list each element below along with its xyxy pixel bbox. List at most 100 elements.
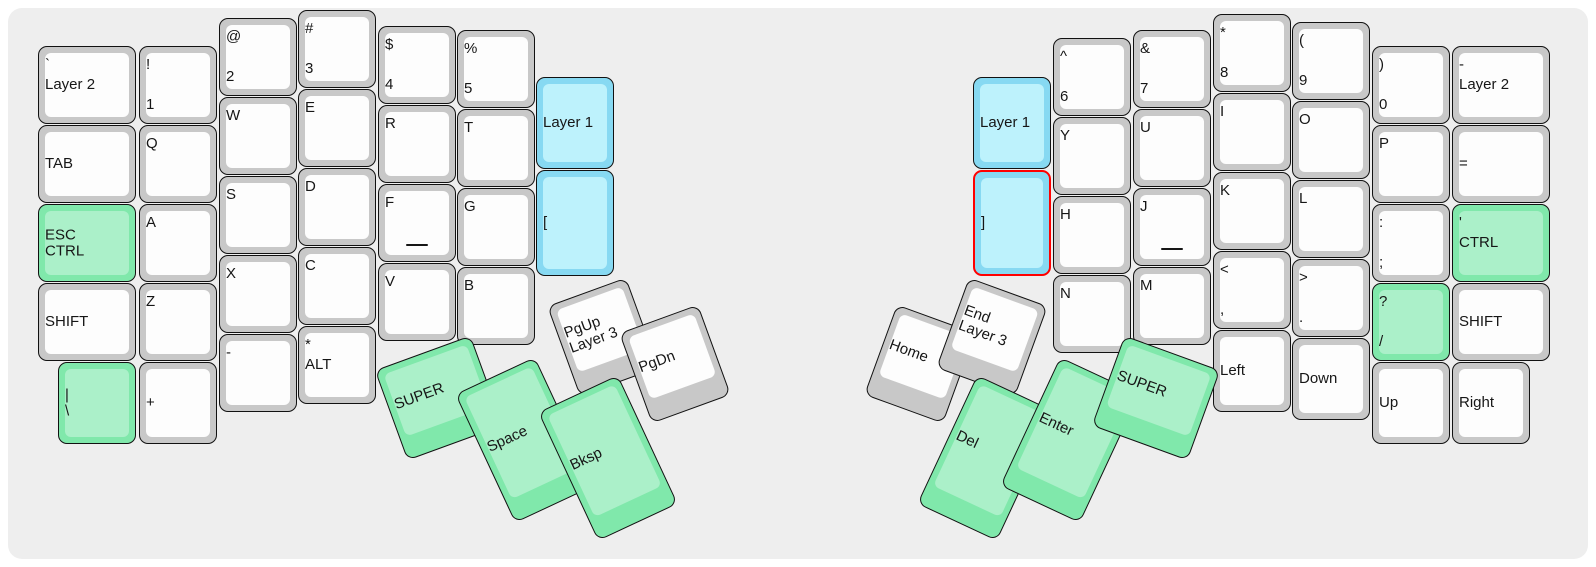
legend-primary: L (1299, 190, 1308, 207)
key-i[interactable]: I (1213, 93, 1291, 171)
key-b[interactable]: B (457, 267, 535, 345)
legend-secondary: * (305, 336, 311, 353)
keycap-face: L (1299, 187, 1363, 251)
key-w[interactable]: W (219, 97, 297, 175)
key-7[interactable]: &7 (1133, 30, 1211, 108)
legend-primary: + (146, 394, 155, 412)
keycap-face: W (226, 104, 290, 168)
key-3[interactable]: #3 (298, 10, 376, 88)
key-q[interactable]: Q (139, 125, 217, 203)
legend-primary: S (226, 186, 237, 203)
legend-secondary: - (1459, 56, 1464, 73)
key-u[interactable]: U (1133, 109, 1211, 187)
keycap-face: | \ (65, 369, 129, 437)
legend-secondary: > (1299, 269, 1308, 286)
keycap-face: + (146, 369, 210, 437)
key-down[interactable]: Down (1292, 338, 1370, 420)
key-m[interactable]: M (1133, 267, 1211, 345)
legend-primary: Q (146, 135, 158, 152)
keycap-face: SHIFT (1459, 290, 1543, 354)
key-5[interactable]: %5 (457, 30, 535, 108)
legend-primary: Layer 2 (1459, 76, 1510, 94)
keycap-face: F (385, 191, 449, 255)
legend-primary: 8 (1220, 64, 1229, 82)
key-x[interactable]: X (219, 255, 297, 333)
key-n[interactable]: N (1053, 275, 1131, 353)
legend-primary: SUPER (1114, 367, 1169, 401)
key-f[interactable]: F (378, 184, 456, 262)
key-alt[interactable]: *ALT (298, 326, 376, 404)
keycap-face: D (305, 175, 369, 239)
keycap-face: %5 (464, 37, 528, 101)
key-shift[interactable]: SHIFT (1452, 283, 1550, 361)
key-left[interactable]: Left (1213, 330, 1291, 412)
key-9[interactable]: (9 (1292, 22, 1370, 100)
legend-secondary: < (1220, 261, 1229, 278)
key-[interactable]: = (1452, 125, 1550, 203)
legend-primary: K (1220, 182, 1231, 199)
legend-primary: , (1220, 301, 1225, 319)
key-ctrl[interactable]: 'CTRL (1452, 204, 1550, 282)
key-e[interactable]: E (298, 89, 376, 167)
homing-bar-icon (1161, 247, 1183, 250)
key-j[interactable]: J (1133, 188, 1211, 266)
key-layer-1[interactable]: Layer 1 (973, 77, 1051, 169)
key-[interactable]: :; (1372, 204, 1450, 282)
key-y[interactable]: Y (1053, 117, 1131, 195)
key-[interactable]: [ (536, 170, 614, 276)
key--[interactable]: - (219, 334, 297, 412)
key-l[interactable]: L (1292, 180, 1370, 258)
key-2[interactable]: @2 (219, 18, 297, 96)
key-ctrl[interactable]: ESC CTRL (38, 204, 136, 282)
legend-primary: T (464, 119, 474, 136)
keycap-face: - Layer 2 (1459, 53, 1543, 117)
key-[interactable]: ] (973, 170, 1051, 276)
key-6[interactable]: ^6 (1053, 38, 1131, 116)
keycap-face: &7 (1140, 37, 1204, 101)
key-c[interactable]: C (298, 247, 376, 325)
legend-primary: H (1060, 206, 1071, 223)
key-[interactable]: <, (1213, 251, 1291, 329)
key-a[interactable]: A (139, 204, 217, 282)
key-right[interactable]: Right (1452, 362, 1530, 444)
keycap-face: N (1060, 282, 1124, 346)
legend-primary: Down (1299, 370, 1338, 388)
key-k[interactable]: K (1213, 172, 1291, 250)
key-4[interactable]: $4 (378, 26, 456, 104)
key-layer-2[interactable]: - Layer 2 (1452, 46, 1550, 124)
key-1[interactable]: !1 (139, 46, 217, 124)
key-shift[interactable]: SHIFT (38, 283, 136, 361)
key-g[interactable]: G (457, 188, 535, 266)
key-8[interactable]: *8 (1213, 14, 1291, 92)
legend-primary: . (1299, 309, 1304, 327)
keycap-face: Right (1459, 369, 1523, 437)
key-z[interactable]: Z (139, 283, 217, 361)
legend-primary: 9 (1299, 72, 1308, 90)
legend-primary: PgDn (636, 347, 678, 377)
key-d[interactable]: D (298, 168, 376, 246)
key-p[interactable]: P (1372, 125, 1450, 203)
keycap-face: *ALT (305, 333, 369, 397)
key-up[interactable]: Up (1372, 362, 1450, 444)
key-v[interactable]: V (378, 263, 456, 341)
key-[interactable]: | \ (58, 362, 136, 444)
legend-primary: Bksp (567, 444, 605, 474)
key-s[interactable]: S (219, 176, 297, 254)
legend-secondary: ^ (1060, 48, 1068, 65)
key-r[interactable]: R (378, 105, 456, 183)
key-[interactable]: + (139, 362, 217, 444)
key-[interactable]: ?/ (1372, 283, 1450, 361)
keycap-face: B (464, 274, 528, 338)
key-[interactable]: >. (1292, 259, 1370, 337)
key-t[interactable]: T (457, 109, 535, 187)
key-layer-2[interactable]: `Layer 2 (38, 46, 136, 124)
key-h[interactable]: H (1053, 196, 1131, 274)
key-0[interactable]: )0 (1372, 46, 1450, 124)
legend-primary: Y (1060, 127, 1071, 144)
legend-primary: CTRL (1459, 234, 1499, 252)
keycap-face: - (226, 341, 290, 405)
key-layer-1[interactable]: Layer 1 (536, 77, 614, 169)
legend-primary: 1 (146, 96, 155, 114)
key-o[interactable]: O (1292, 101, 1370, 179)
key-tab[interactable]: TAB (38, 125, 136, 203)
